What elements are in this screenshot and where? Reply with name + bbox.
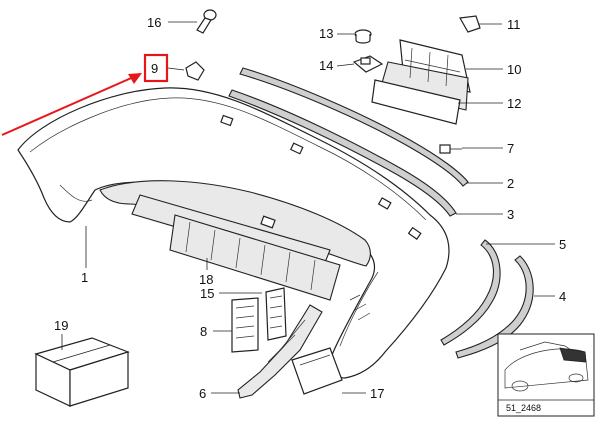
lower-trim-strip <box>228 89 457 217</box>
upper-trim-strip <box>239 67 469 187</box>
callout-10: 10 <box>507 62 521 77</box>
bracket-part-6 <box>237 304 323 399</box>
callout-5: 5 <box>559 237 566 252</box>
center-mounting-grid <box>131 194 341 301</box>
callout-7: 7 <box>507 141 514 156</box>
callout-4: 4 <box>559 289 566 304</box>
clip-part-9 <box>185 61 205 81</box>
nut-part-13 <box>354 29 372 44</box>
callout-9: 9 <box>151 61 158 76</box>
side-strip-left <box>440 239 501 346</box>
bracket-assembly <box>371 39 471 125</box>
callout-2: 2 <box>507 176 514 191</box>
callout-18: 18 <box>199 272 213 287</box>
callout-17: 17 <box>370 386 384 401</box>
reflector-part-15 <box>265 287 287 341</box>
callout-13: 13 <box>319 26 333 41</box>
mount-part-17 <box>291 347 343 395</box>
diagram-code-label: 51_2468 <box>506 403 541 413</box>
vehicle-location-thumbnail: 51_2468 <box>497 333 595 417</box>
screw-part-7 <box>439 144 462 154</box>
pointer-arrow <box>1 73 142 136</box>
kit-box-part-19 <box>34 337 130 407</box>
leader-lines <box>61 21 555 394</box>
callout-8: 8 <box>200 324 207 339</box>
callout-1: 1 <box>81 270 88 285</box>
callout-15: 15 <box>200 286 214 301</box>
callout-3: 3 <box>507 207 514 222</box>
callout-12: 12 <box>507 96 521 111</box>
callout-19: 19 <box>54 318 68 333</box>
callout-6: 6 <box>199 386 206 401</box>
bracket-part-8 <box>231 297 259 353</box>
clip-part-14 <box>352 55 384 73</box>
callout-14: 14 <box>319 58 333 73</box>
side-strip-right <box>455 255 534 359</box>
highlight-box <box>143 53 169 83</box>
strap-part-16 <box>196 9 217 34</box>
callout-11: 11 <box>507 17 521 32</box>
callout-16: 16 <box>147 15 161 30</box>
clip-part-11 <box>459 15 481 33</box>
